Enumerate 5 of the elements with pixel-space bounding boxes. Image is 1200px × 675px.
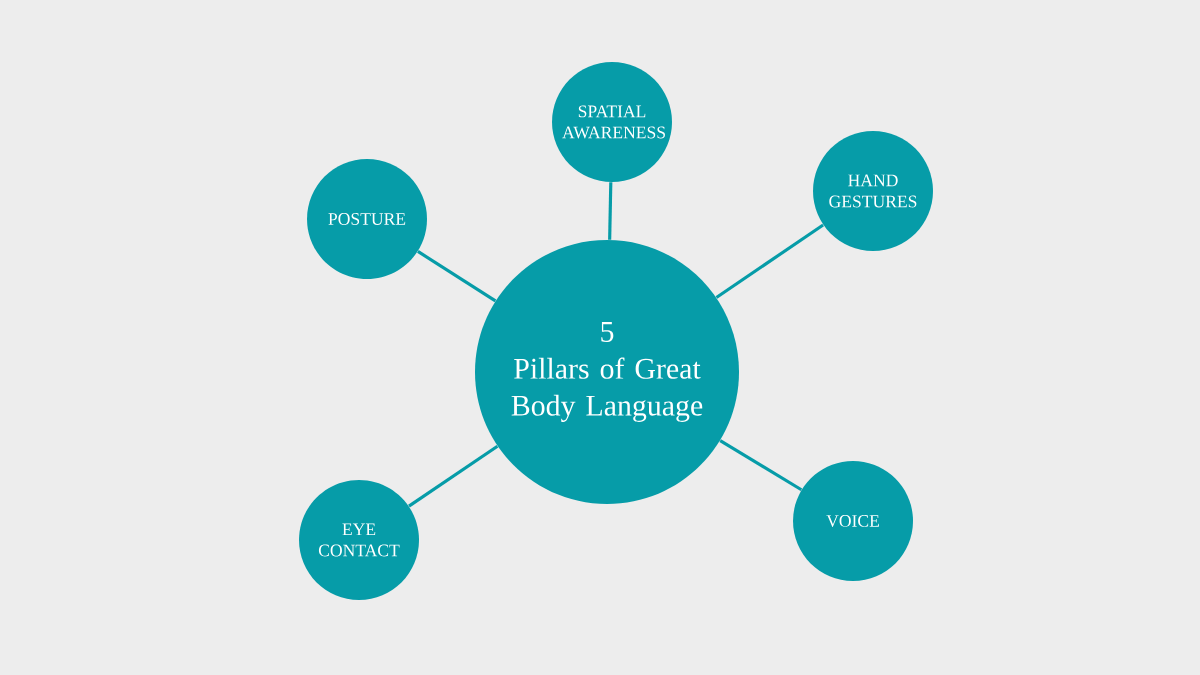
connector-line <box>719 439 803 492</box>
connector-line <box>408 444 499 508</box>
connector-line <box>417 250 497 303</box>
connector-line <box>715 223 824 299</box>
connector-line <box>608 182 613 240</box>
